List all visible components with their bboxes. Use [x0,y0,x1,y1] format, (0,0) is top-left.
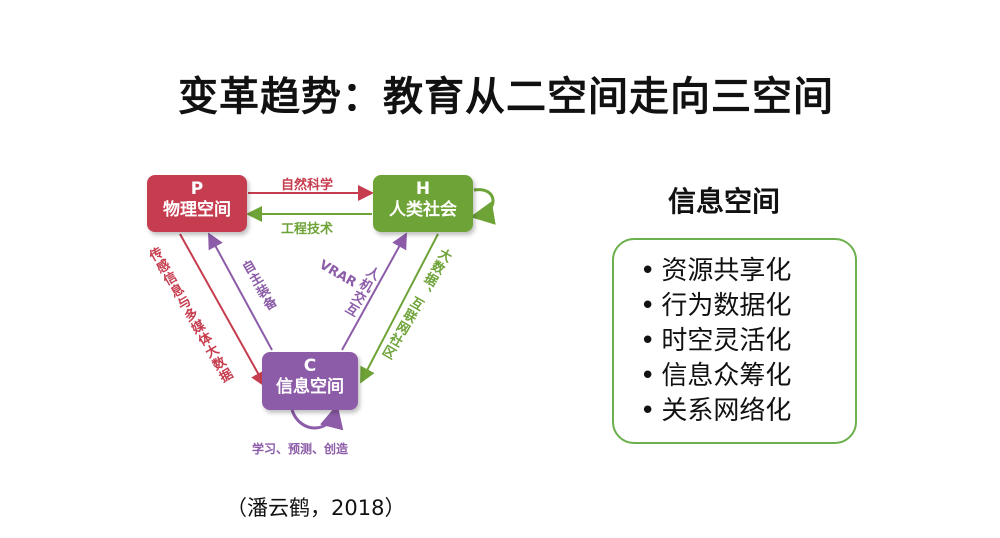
features-panel: 资源共享化 行为数据化 时空灵活化 信息众筹化 关系网络化 [612,238,857,444]
node-c-key: C [303,356,317,376]
node-h-key: H [415,179,431,199]
feature-item: 时空灵活化 [640,324,855,359]
edge-c-self [290,404,344,431]
edge-c-to-h [341,232,407,351]
label-learn-predict-create: 学习、预测、创造 [252,442,349,456]
node-h-name: 人类社会 [389,200,457,220]
citation: （潘云鹤，2018） [226,496,406,520]
feature-list: 资源共享化 行为数据化 时空灵活化 信息众筹化 关系网络化 [614,240,855,429]
panel-title: 信息空间 [668,185,781,218]
node-p-key: P [190,179,204,199]
edge-h-self [470,188,496,225]
feature-item: 资源共享化 [640,254,855,289]
node-physical-space: P 物理空间 [147,175,247,232]
node-p-name: 物理空间 [163,200,231,220]
edge-h-to-c [360,233,439,384]
label-natural-science: 自然科学 [281,178,334,193]
feature-item: 关系网络化 [640,394,855,429]
label-engineering: 工程技术 [281,222,334,237]
edge-p-to-c [179,233,266,388]
feature-item: 信息众筹化 [640,359,855,394]
node-human-society: H 人类社会 [373,175,473,232]
feature-item: 行为数据化 [640,289,855,324]
slide-title: 变革趋势：教育从二空间走向三空间 [178,74,834,120]
edge-c-to-p [208,232,273,351]
node-c-name: 信息空间 [276,377,344,397]
node-cyber-space: C 信息空间 [262,352,358,410]
